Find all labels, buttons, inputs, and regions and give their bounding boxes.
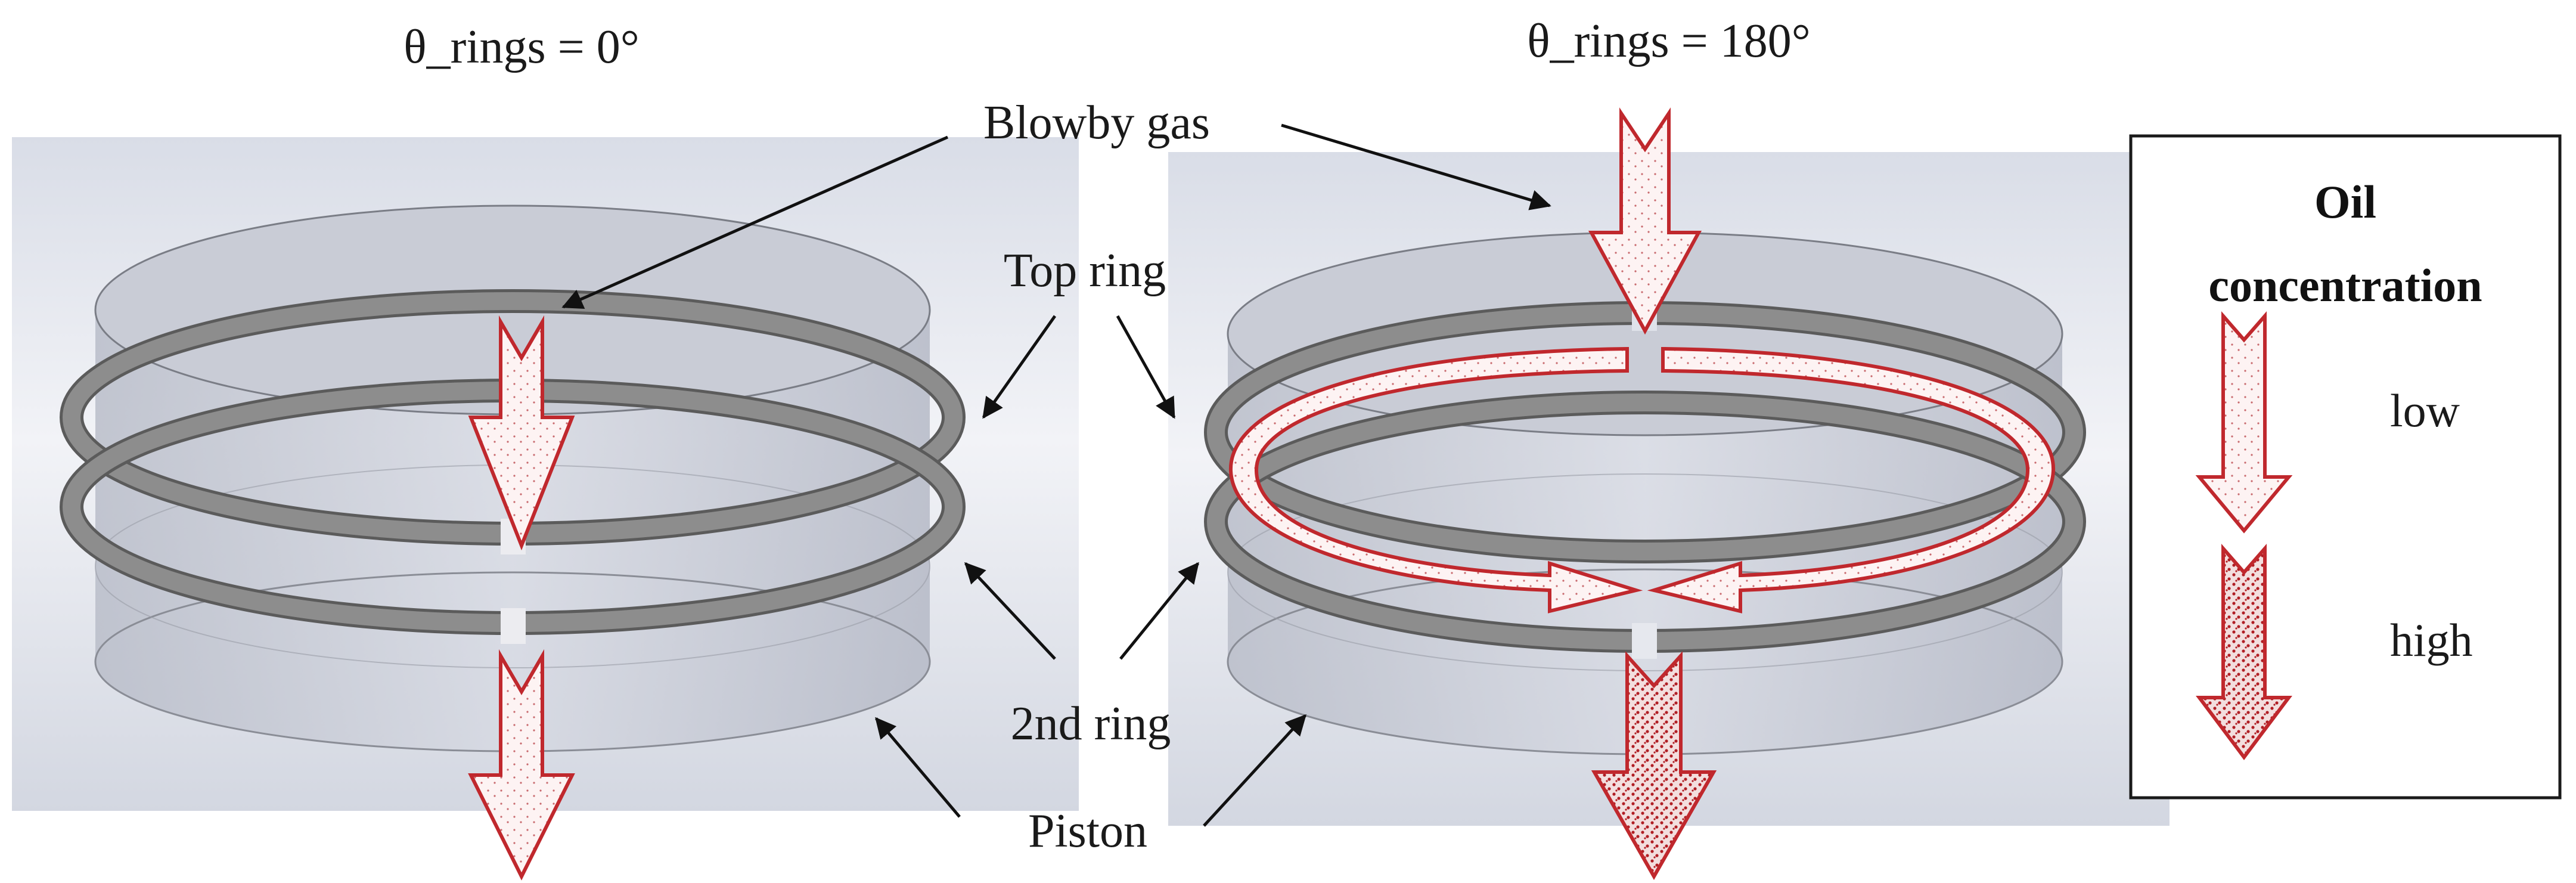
top-ring-leader-left <box>982 315 1057 419</box>
piston-label: Piston <box>1028 805 1147 857</box>
blowby-leader-right <box>1281 123 1551 210</box>
blowby-leader-left <box>561 135 949 309</box>
legend-box <box>2129 134 2562 800</box>
left-panel <box>12 137 1079 881</box>
legend-low-arrow <box>2195 311 2293 534</box>
right-circulating-flow <box>1228 346 2056 614</box>
top-ring-leader-right <box>1116 315 1176 419</box>
legend-high-arrow <box>2196 544 2292 760</box>
right-condition-title: θ_rings = 180° <box>1527 15 1810 67</box>
legend-title-line1: Oil <box>2314 176 2376 228</box>
left-top-ring <box>60 289 966 554</box>
right-blowby-arrow-out <box>1591 651 1717 881</box>
legend-title-line2: concentration <box>2208 259 2482 311</box>
second-ring-label: 2nd ring <box>1011 698 1171 750</box>
piston-leader-right <box>1203 714 1306 827</box>
leader-lines <box>561 123 1551 827</box>
right-blowby-arrow-in <box>1588 107 1702 335</box>
piston-leader-left <box>875 717 961 818</box>
left-condition-title: θ_rings = 0° <box>404 21 639 73</box>
top-ring-label: Top ring <box>1004 244 1166 297</box>
left-blowby-arrow-top <box>468 315 575 551</box>
legend-high-label: high <box>2390 614 2473 666</box>
right-second-ring <box>1204 391 2086 659</box>
second-ring-leader-left <box>964 562 1056 660</box>
left-blowby-arrow-bottom <box>468 649 575 881</box>
right-panel <box>1168 107 2170 881</box>
second-ring-leader-right <box>1119 562 1199 660</box>
legend-low-label: low <box>2390 385 2460 436</box>
blowby-gas-label: Blowby gas <box>983 97 1210 149</box>
legend: Oil concentration low high <box>2129 134 2562 800</box>
